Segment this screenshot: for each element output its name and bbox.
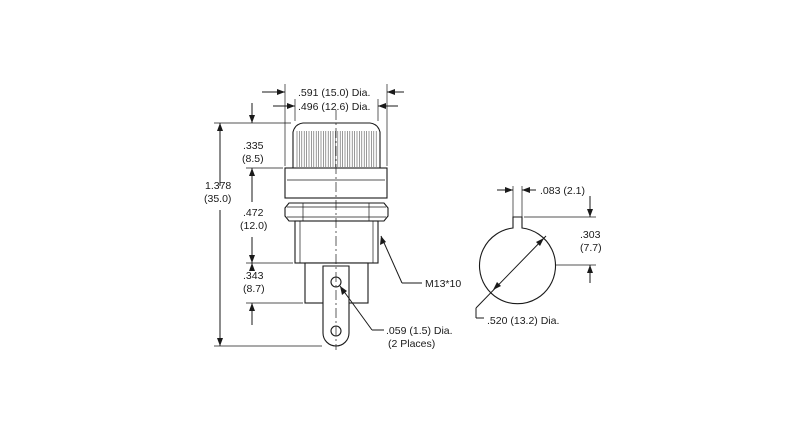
body-height-in: .472 — [243, 207, 264, 219]
hex-nut — [284, 202, 389, 222]
total-height-in: 1.378 — [205, 180, 231, 192]
cap-height-mm: (8.5) — [242, 153, 264, 165]
cap-height-in: .335 — [243, 140, 264, 152]
height-dimensions-left: 1.378 (35.0) .335 (8.5) .472 (12.0) .343… — [204, 103, 322, 347]
key-depth-mm: (7.7) — [580, 242, 602, 254]
thread-label: M13*10 — [425, 278, 461, 290]
key-depth-in: .303 — [580, 229, 601, 241]
threaded-body — [294, 220, 379, 264]
total-height-mm: (35.0) — [204, 193, 231, 205]
body-height-mm: (12.0) — [240, 220, 267, 232]
side-view — [284, 110, 389, 350]
cap-knurling — [296, 131, 377, 167]
terminal-height-in: .343 — [243, 270, 264, 282]
panel-cutout-dia-label: .520 (13.2) Dia. — [487, 315, 559, 327]
inner-dia-label: .496 (12.6) Dia. — [298, 101, 370, 113]
key-width-label: .083 (2.1) — [540, 185, 585, 197]
callouts: M13*10 .059 (1.5) Dia. (2 Places) — [339, 235, 461, 350]
diameter-dimensions-top: .591 (15.0) Dia. .496 (12.6) Dia. — [262, 84, 404, 166]
knurled-cap — [292, 122, 381, 169]
cutout-profile — [478, 216, 557, 305]
solder-tab — [322, 265, 350, 347]
panel-cutout-view: .083 (2.1) .303 (7.7) .520 (13.2) Dia. — [475, 185, 602, 327]
hole-places-label: (2 Places) — [388, 338, 435, 350]
terminal-height-mm: (8.7) — [243, 283, 265, 295]
hole-dia-label: .059 (1.5) Dia. — [386, 325, 453, 337]
outer-dia-label: .591 (15.0) Dia. — [298, 87, 370, 99]
